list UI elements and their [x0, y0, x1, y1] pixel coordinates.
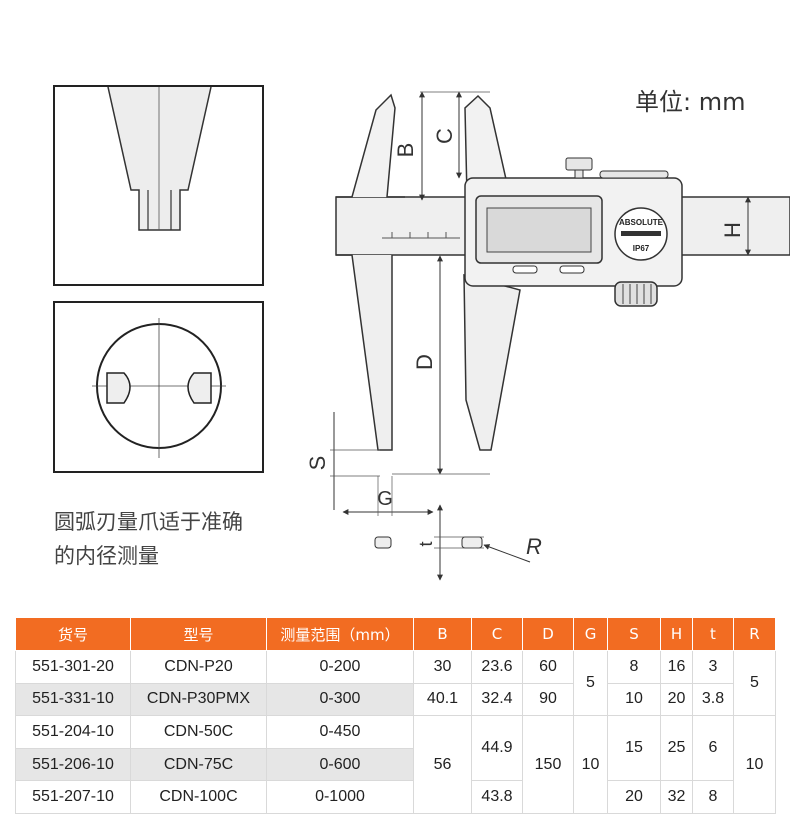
header-c: C [471, 617, 523, 651]
dim-g-label: G [377, 488, 393, 510]
table-row: 551-207-10 CDN-100C 0-1000 43.8 20 32 8 [15, 780, 776, 814]
cell-h: 20 [660, 682, 693, 717]
unit-label: 单位: mm [635, 88, 746, 116]
cell-part-no: 551-204-10 [15, 715, 131, 749]
dim-t-label: t [416, 541, 436, 546]
dim-d-label: D [412, 354, 437, 370]
jaw-tip-detail [53, 85, 264, 286]
header-s: S [607, 617, 661, 651]
header-t: t [692, 617, 734, 651]
dim-b-label: B [393, 143, 418, 158]
cell-s: 10 [607, 682, 661, 717]
cell-t: 6 [692, 715, 734, 782]
cell-range: 0-200 [266, 650, 414, 684]
cell-model: CDN-100C [130, 780, 267, 814]
cell-t: 8 [692, 780, 734, 814]
cell-model: CDN-75C [130, 747, 267, 782]
caption-line-2: 的内径测量 [54, 544, 159, 568]
cell-s: 15 [607, 715, 661, 782]
table-row: 551-204-10 CDN-50C 0-450 56 44.9 150 10 … [15, 715, 776, 814]
cell-c: 43.8 [471, 780, 523, 814]
table-row: 551-331-10 CDN-P30PMX 0-300 40.1 32.4 90… [15, 682, 776, 717]
cell-model: CDN-50C [130, 715, 267, 749]
header-d: D [522, 617, 574, 651]
cell-part-no: 551-301-20 [15, 650, 131, 684]
brand-mark: ABSOLUTE [619, 218, 664, 227]
cell-range: 0-450 [266, 715, 414, 749]
cell-b: 56 [413, 715, 472, 814]
cell-c: 32.4 [471, 682, 523, 717]
cell-h: 16 [660, 650, 693, 684]
cell-h: 32 [660, 780, 693, 814]
cell-b: 30 [413, 650, 472, 684]
header-r: R [733, 617, 776, 651]
dimension-lines: B C D H S G t R [305, 91, 751, 581]
cell-part-no: 551-206-10 [15, 747, 131, 782]
spec-table: 货号 型号 测量范围（mm） B C D G S H t R 551-301-2… [15, 617, 776, 814]
caliper-drawing: ABSOLUTE IP67 B C D H S [53, 85, 790, 581]
inside-measure-detail [53, 301, 264, 473]
header-model: 型号 [130, 617, 267, 651]
caliper-diagram: ABSOLUTE IP67 B C D H S [53, 85, 790, 581]
cell-h: 25 [660, 715, 693, 782]
cell-g: 10 [573, 715, 608, 814]
cell-t: 3 [692, 650, 734, 684]
cell-c: 23.6 [471, 650, 523, 684]
cell-s: 8 [607, 650, 661, 684]
header-h: H [660, 617, 693, 651]
cell-d: 60 [522, 650, 574, 684]
caption: 圆弧刃量爪适于准确 的内径测量 [54, 505, 294, 573]
table-row: 551-301-20 CDN-P20 0-200 30 23.6 60 5 8 … [15, 649, 776, 717]
dim-h-label: H [720, 222, 745, 238]
cell-range: 0-600 [266, 747, 414, 782]
caption-line-1: 圆弧刃量爪适于准确 [54, 510, 243, 534]
table-header-row: 货号 型号 测量范围（mm） B C D G S H t R [15, 617, 776, 651]
dim-s-label: S [305, 456, 330, 471]
cell-t: 3.8 [692, 682, 734, 717]
header-part-no: 货号 [15, 617, 131, 651]
header-g: G [573, 617, 608, 651]
cell-model: CDN-P20 [130, 650, 267, 684]
cell-d: 150 [522, 715, 574, 814]
cell-d: 90 [522, 682, 574, 717]
cell-part-no: 551-331-10 [15, 682, 131, 717]
ip-mark: IP67 [633, 244, 650, 253]
dim-c-label: C [432, 128, 457, 144]
cell-s: 20 [607, 780, 661, 814]
cell-range: 0-1000 [266, 780, 414, 814]
cell-model: CDN-P30PMX [130, 682, 267, 717]
cell-b: 40.1 [413, 682, 472, 717]
table-row: 551-206-10 CDN-75C 0-600 [15, 747, 776, 782]
caliper-body: ABSOLUTE IP67 [335, 93, 790, 451]
cell-c: 44.9 [471, 715, 523, 782]
cell-r: 5 [733, 649, 776, 717]
header-b: B [413, 617, 472, 651]
dim-r-label: R [526, 534, 542, 559]
cell-g: 5 [573, 649, 608, 717]
cell-r: 10 [733, 715, 776, 814]
cell-range: 0-300 [266, 682, 414, 717]
header-range: 测量范围（mm） [266, 617, 414, 651]
cell-part-no: 551-207-10 [15, 780, 131, 814]
